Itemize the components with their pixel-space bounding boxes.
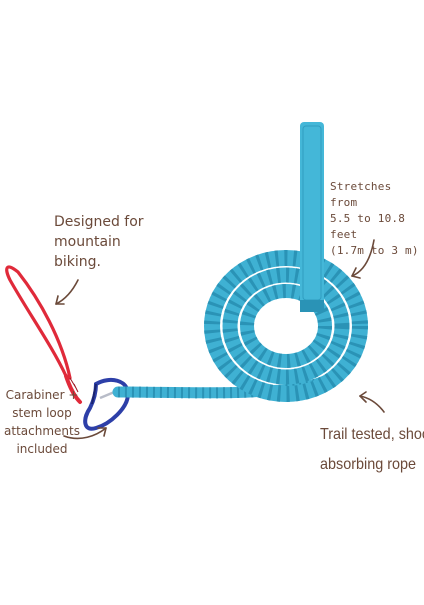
annotation-arrows xyxy=(55,239,385,440)
carabiner-line-4: included xyxy=(16,442,68,456)
carabiner-line-1: Carabiner + xyxy=(5,388,79,402)
designed-line-1: Designed for xyxy=(54,214,144,230)
designed-line-3: biking. xyxy=(54,254,101,270)
stretches-line-3: (1.7m to 3 m) xyxy=(330,244,419,257)
bungee-coil xyxy=(204,250,368,402)
carabiner-line-2: stem loop xyxy=(12,406,72,420)
arrow-trail xyxy=(359,395,385,413)
designed-line-2: mountain xyxy=(54,234,121,250)
arrow-carabiner xyxy=(63,427,107,440)
stretches-line-2: 5.5 to 10.8 feet xyxy=(330,212,406,241)
trail-line-2: absorbing rope xyxy=(320,456,417,473)
carabiner-note: Carabiner + stem loop attachments includ… xyxy=(0,386,84,458)
arrow-designed xyxy=(55,279,79,305)
stretches-line-1: Stretches from xyxy=(330,180,392,209)
webbing-strap xyxy=(300,122,324,312)
arrow-stretches xyxy=(351,239,375,277)
designed-note: Designed for mountain biking. xyxy=(54,212,144,272)
stretches-note: Stretches from 5.5 to 10.8 feet (1.7m to… xyxy=(330,179,424,259)
trail-note: Trail tested, shock absorbing rope xyxy=(320,420,424,480)
trail-line-1: Trail tested, shock xyxy=(320,426,424,443)
red-stem-loop xyxy=(5,265,82,404)
carabiner-line-3: attachments xyxy=(4,424,80,438)
